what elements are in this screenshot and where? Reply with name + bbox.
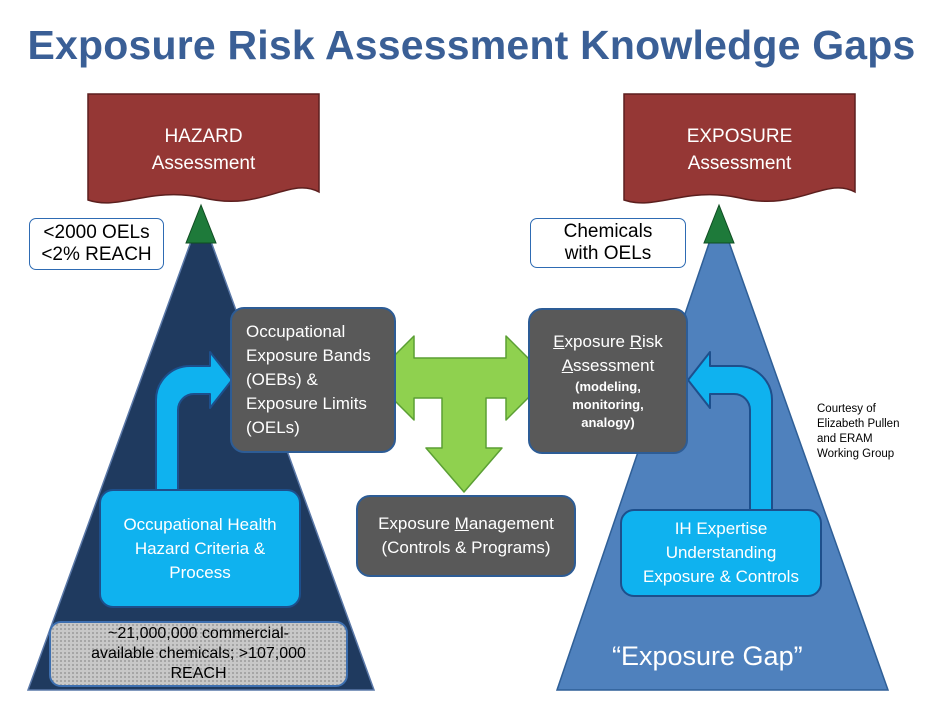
mgmt-line-1: Exposure Management <box>358 512 574 536</box>
underlined-letter: R <box>629 332 643 351</box>
oeb-line-3: (OEBs) & <box>246 370 318 389</box>
text-run: xposure <box>564 332 630 351</box>
exposure-banner-line-2: Assessment <box>687 153 792 174</box>
oeb-line-5: (OELs) <box>246 418 300 437</box>
text-run: ssessment <box>573 356 655 375</box>
text-run: (Controls & Programs) <box>381 538 551 557</box>
hazard-banner: HAZARD Assessment <box>88 120 319 180</box>
ih-line-2: Understanding <box>665 543 777 562</box>
ohhc-box: Occupational Health Hazard Criteria & Pr… <box>99 489 301 608</box>
oeb-line-1: Occupational <box>246 322 346 341</box>
hazard-note-line-1: <2000 OELs <box>43 222 150 243</box>
exposure-gap-label: “Exposure Gap” <box>612 641 803 671</box>
era-line-2: Assessment <box>530 354 686 378</box>
courtesy-line-4: Working Group <box>817 448 895 460</box>
hazard-note: <2000 OELs <2% REACH <box>29 218 164 270</box>
ih-box: IH Expertise Understanding Exposure & Co… <box>620 509 822 597</box>
mgmt-box: Exposure Management (Controls & Programs… <box>356 495 576 577</box>
era-line-1: Exposure Risk <box>530 330 686 354</box>
courtesy-note: Courtesy of Elizabeth Pullen and ERAM Wo… <box>817 402 937 462</box>
era-box: Exposure Risk Assessment (modeling, moni… <box>528 308 688 454</box>
exposure-triangle-tip <box>703 203 735 244</box>
hazard-to-oeb-arrow <box>155 351 233 513</box>
exposure-banner: EXPOSURE Assessment <box>624 120 855 180</box>
courtesy-line-3: and ERAM <box>817 433 873 445</box>
ohhc-line-1: Occupational Health <box>123 514 277 534</box>
hazard-banner-line-2: Assessment <box>151 153 256 174</box>
mgmt-line-2: (Controls & Programs) <box>358 536 574 560</box>
ih-line-3: Exposure & Controls <box>643 567 799 586</box>
underlined-letter: M <box>454 514 469 533</box>
underlined-letter: A <box>561 356 574 375</box>
hazard-banner-shape <box>87 93 320 204</box>
green-t-arrow <box>371 335 549 493</box>
ih-to-era-arrow <box>687 351 773 513</box>
exposure-note: Chemicals with OELs <box>530 218 686 268</box>
hazard-note-line-2: <2% REACH <box>41 244 152 265</box>
chemicals-line-3: REACH <box>170 665 227 682</box>
exposure-banner-shape <box>623 93 856 204</box>
ih-line-1: IH Expertise <box>674 519 768 538</box>
oeb-line-4: Exposure Limits <box>246 394 367 413</box>
page-title: Exposure Risk Assessment Knowledge Gaps <box>27 22 916 68</box>
ohhc-line-3: Process <box>169 562 231 582</box>
era-sub-3: analogy) <box>581 415 635 430</box>
exposure-note-line-1: Chemicals <box>563 221 653 242</box>
text-run: Exposure <box>378 514 455 533</box>
ohhc-line-2: Hazard Criteria & <box>134 538 266 558</box>
chemicals-line-1: ~21,000,000 commercial- <box>108 625 289 642</box>
exposure-note-line-2: with OELs <box>564 243 652 264</box>
oeb-line-2: Exposure Bands <box>246 346 371 365</box>
chemicals-line-2: available chemicals; >107,000 <box>91 645 306 662</box>
hazard-triangle-tip <box>185 203 217 244</box>
hazard-banner-line-1: HAZARD <box>164 126 243 147</box>
text-run: anagement <box>468 514 554 533</box>
era-sub-2: monitoring, <box>572 397 644 412</box>
text-run: isk <box>642 332 663 351</box>
chemicals-box: ~21,000,000 commercial- available chemic… <box>49 621 348 687</box>
underlined-letter: E <box>553 332 565 351</box>
era-sub-1: (modeling, <box>575 379 641 394</box>
courtesy-line-1: Courtesy of <box>817 403 876 415</box>
oeb-box: Occupational Exposure Bands (OEBs) & Exp… <box>230 307 396 453</box>
exposure-banner-line-1: EXPOSURE <box>686 126 793 147</box>
courtesy-line-2: Elizabeth Pullen <box>817 418 900 430</box>
